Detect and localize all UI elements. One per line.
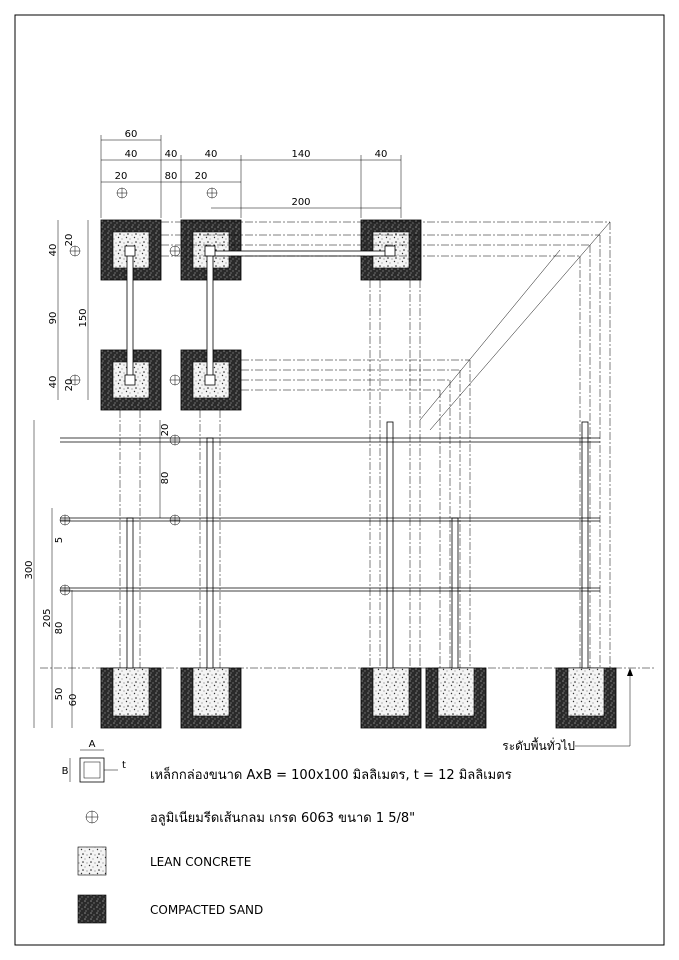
dim-elev-80a: 80 xyxy=(160,472,171,485)
dim-left-20a: 20 xyxy=(64,234,75,247)
projection-lines xyxy=(119,221,611,670)
dim-top-140: 140 xyxy=(291,149,310,160)
dim-left-20b: 20 xyxy=(64,379,75,392)
ground-level-callout: ระดับพื้นทั่วไป xyxy=(502,668,633,753)
dim-top-60: 60 xyxy=(125,129,138,140)
dimension-lines xyxy=(33,135,402,728)
compacted-sand-swatch-icon xyxy=(77,894,107,924)
footing-elev-3 xyxy=(360,667,422,729)
dim-top-20b: 20 xyxy=(195,171,208,182)
miter-line-1 xyxy=(419,249,561,421)
round-rod-icon xyxy=(85,810,99,824)
footing-elev-5 xyxy=(555,667,617,729)
legend-item-compacted-sand: COMPACTED SAND xyxy=(150,903,263,917)
tube-symbol-b: B xyxy=(62,766,69,777)
dim-top-40b: 40 xyxy=(165,149,178,160)
tube-symbol: A B t xyxy=(62,739,126,783)
ground-level-label: ระดับพื้นทั่วไป xyxy=(502,737,575,753)
lean-concrete-swatch-icon xyxy=(77,846,107,876)
miter-line-2 xyxy=(429,221,611,431)
dim-left-40a: 40 xyxy=(48,244,59,257)
dim-elev-205: 205 xyxy=(42,608,53,627)
dim-top-40c: 40 xyxy=(205,149,218,160)
dim-left-150: 150 xyxy=(78,308,89,327)
drawing-frame xyxy=(14,14,665,946)
dim-top-80: 80 xyxy=(165,171,178,182)
elevation-dimension-labels: 300 20 80 205 5 80 50 60 xyxy=(24,424,171,707)
dim-top-40d: 40 xyxy=(375,149,388,160)
dim-elev-5: 5 xyxy=(54,537,65,543)
legend: A B t เหล็กกล่องขนาด AxB = 100x100 มิลลิ… xyxy=(62,739,512,924)
dim-left-90: 90 xyxy=(48,312,59,325)
dim-top-200: 200 xyxy=(291,197,310,208)
rails-elevation xyxy=(60,437,600,592)
footing-elev-2 xyxy=(180,667,242,729)
tube-symbol-t: t xyxy=(122,760,126,771)
tube-symbol-a: A xyxy=(89,739,96,750)
plan-view xyxy=(100,219,611,670)
dim-elev-20: 20 xyxy=(160,424,171,437)
dim-elev-60: 60 xyxy=(68,694,79,707)
posts-elevation xyxy=(126,421,589,669)
dim-elev-300: 300 xyxy=(24,560,35,579)
plan-dimension-labels: 60 40 40 40 140 40 20 80 20 200 40 20 90… xyxy=(48,129,387,391)
legend-item-steel-tube: เหล็กกล่องขนาด AxB = 100x100 มิลลิเมตร, … xyxy=(150,765,512,783)
dim-top-40a: 40 xyxy=(125,149,138,160)
rod-markers xyxy=(59,187,218,596)
dim-elev-80b: 80 xyxy=(54,622,65,635)
legend-item-aluminium-rod: อลูมิเนียมรีดเส้นกลม เกรด 6063 ขนาด 1 5/… xyxy=(150,810,415,826)
footing-elev-4 xyxy=(425,667,487,729)
dim-left-40b: 40 xyxy=(48,376,59,389)
legend-item-lean-concrete: LEAN CONCRETE xyxy=(150,855,251,869)
dim-top-20a: 20 xyxy=(115,171,128,182)
tube-members-plan xyxy=(124,245,396,386)
dim-elev-50: 50 xyxy=(54,688,65,701)
elevation-view xyxy=(40,421,655,729)
footing-elev-1 xyxy=(100,667,162,729)
